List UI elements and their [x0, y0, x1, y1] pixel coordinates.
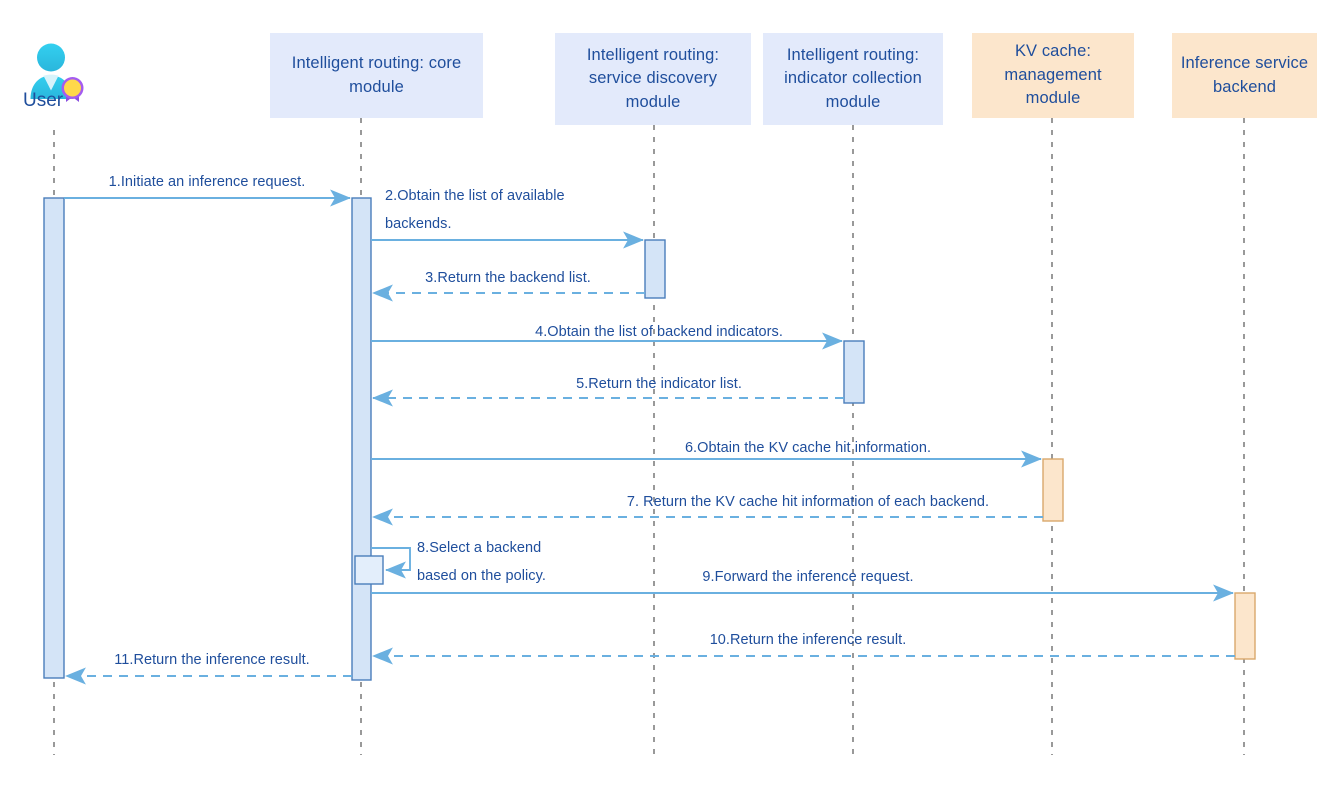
user-avatar-badge-icon: [30, 43, 84, 102]
participant-label-inference-backend: Inference service backend: [1180, 54, 1309, 96]
message-label-8-line1: 8.Select a backend: [417, 540, 542, 556]
participant-label-indicator-collection: Intelligent routing: indicator collectio…: [784, 45, 922, 111]
activation-user: [43, 197, 65, 679]
message-label-6: 6.Obtain the KV cache hit information.: [684, 440, 932, 456]
message-label-10: 10.Return the inference result.: [709, 632, 907, 648]
activation-kvcache: [1042, 458, 1064, 522]
activation-bars: [43, 197, 1256, 681]
message-label-2: 2.Obtain the list of available backends.: [385, 182, 565, 239]
participant-label-core: Intelligent routing: core module: [291, 54, 462, 96]
message-label-2-line2: backends.: [385, 216, 452, 233]
message-arrow-8-self: [371, 547, 411, 579]
activation-backend: [1234, 592, 1256, 660]
message-label-1: 1.Initiate an inference request.: [108, 174, 306, 190]
message-label-7: 7. Return the KV cache hit information o…: [626, 494, 990, 510]
participant-box-core[interactable]: Intelligent routing: core module: [270, 33, 483, 118]
participant-box-indicator-collection[interactable]: Intelligent routing: indicator collectio…: [763, 33, 943, 125]
activation-discovery: [644, 239, 666, 299]
participant-label-service-discovery: Intelligent routing: service discovery m…: [586, 45, 720, 111]
message-label-4: 4.Obtain the list of backend indicators.: [535, 324, 783, 340]
participant-box-service-discovery[interactable]: Intelligent routing: service discovery m…: [555, 33, 751, 125]
message-label-3: 3.Return the backend list.: [425, 270, 591, 286]
activation-core-self: [354, 555, 384, 585]
message-label-11: 11.Return the inference result.: [114, 652, 310, 668]
message-label-2-line1: 2.Obtain the list of available: [385, 188, 565, 204]
activation-core: [351, 197, 372, 681]
message-label-8-line2: based on the policy.: [417, 568, 546, 585]
activation-indicator: [843, 340, 865, 404]
participant-box-kv-cache[interactable]: KV cache: management module: [972, 33, 1134, 118]
message-label-5: 5.Return the indicator list.: [576, 376, 742, 392]
participant-label-kv-cache: KV cache: management module: [1004, 42, 1102, 108]
message-label-8: 8.Select a backend based on the policy.: [417, 534, 546, 591]
message-label-9: 9.Forward the inference request.: [702, 569, 914, 585]
actor-label-user: User: [23, 90, 64, 111]
message-arrows: [64, 189, 1235, 685]
participant-box-inference-backend[interactable]: Inference service backend: [1172, 33, 1317, 118]
